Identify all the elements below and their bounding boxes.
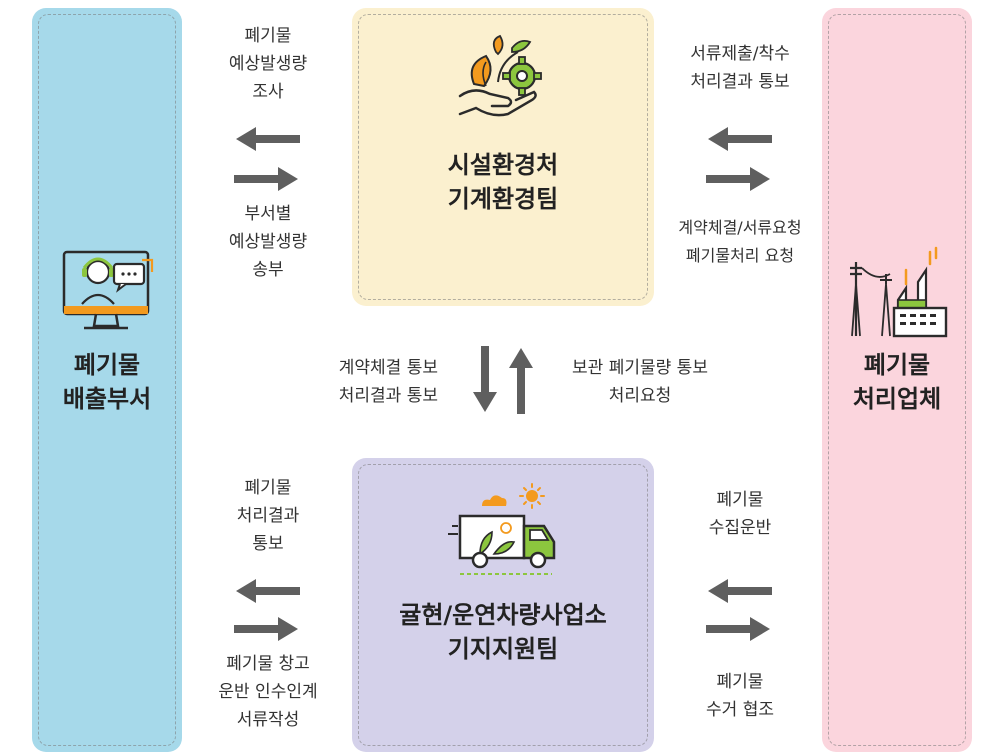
bottom-title-line-2: 기지지원팀 [447, 635, 559, 663]
edge-line: 폐기물 [244, 478, 292, 498]
arrow-right-icon [706, 617, 770, 641]
arrow-right-icon [234, 167, 298, 191]
left-title-line-2: 배출부서 [62, 385, 152, 413]
arrow-left-icon [236, 127, 300, 151]
left-title-line-1: 폐기물 [73, 351, 141, 379]
edge-line: 폐기물 [244, 26, 292, 46]
top-box-dashed-border [358, 14, 648, 300]
arrow-left-icon [708, 127, 772, 151]
top-box-title: 시설환경처 기계환경팀 [352, 148, 654, 216]
edge-label-bottom-right-upper: 폐기물 수집운반 [660, 486, 820, 542]
edge-label-top-right-lower: 계약체결/서류요청 폐기물처리 요청 [658, 214, 822, 270]
edge-line: 통보 [252, 534, 284, 554]
edge-label-bottom-right-lower: 폐기물 수거 협조 [660, 668, 820, 724]
waste-processor-box: 폐기물 처리업체 [822, 8, 972, 752]
waste-discharge-dept-box: 폐기물 배출부서 [32, 8, 182, 752]
edge-line: 수거 협조 [706, 700, 774, 720]
edge-line: 예상발생량 [228, 54, 308, 74]
arrow-left-icon [236, 579, 300, 603]
depot-support-team-box: 귤현/운연차량사업소 기지지원팀 [352, 458, 654, 752]
edge-line: 보관 폐기물량 통보 [572, 358, 708, 378]
facility-env-team-box: 시설환경처 기계환경팀 [352, 8, 654, 306]
edge-line: 송부 [252, 260, 284, 280]
right-title-line-1: 폐기물 [863, 351, 931, 379]
edge-line: 처리결과 [236, 506, 300, 526]
hand-leaf-gear-icon [458, 34, 542, 117]
arrow-down-icon [473, 346, 497, 412]
edge-label-bottom-left-upper: 폐기물 처리결과 통보 [196, 474, 340, 558]
edge-line: 서류제출/착수 [690, 44, 790, 64]
headset-operator-monitor-icon [62, 250, 154, 330]
factory-powerline-icon [850, 246, 948, 338]
edge-label-top-left-lower: 부서별 예상발생량 송부 [196, 200, 340, 284]
arrow-right-icon [234, 617, 298, 641]
edge-line: 폐기물 [716, 490, 764, 510]
edge-label-middle-right: 보관 폐기물량 통보 처리요청 [550, 354, 730, 410]
edge-line: 수집운반 [708, 518, 772, 538]
top-title-line-2: 기계환경팀 [447, 185, 559, 213]
arrow-up-icon [509, 348, 533, 414]
edge-line: 처리요청 [608, 386, 672, 406]
right-box-title: 폐기물 처리업체 [822, 348, 972, 416]
edge-line: 예상발생량 [228, 232, 308, 252]
left-box-title: 폐기물 배출부서 [32, 348, 182, 416]
top-title-line-1: 시설환경처 [447, 151, 559, 179]
left-box-dashed-border [38, 14, 176, 746]
edge-line: 계약체결 통보 [338, 358, 438, 378]
edge-label-top-right-upper: 서류제출/착수 처리결과 통보 [660, 40, 820, 96]
bottom-box-dashed-border [358, 464, 648, 746]
right-title-line-2: 처리업체 [852, 385, 942, 413]
edge-line: 폐기물 [716, 672, 764, 692]
bottom-box-title: 귤현/운연차량사업소 기지지원팀 [352, 598, 654, 666]
edge-label-top-left-upper: 폐기물 예상발생량 조사 [196, 22, 340, 106]
edge-line: 폐기물 창고 [226, 654, 310, 674]
edge-line: 부서별 [244, 204, 292, 224]
arrow-left-icon [708, 579, 772, 603]
edge-line: 계약체결/서류요청 [678, 218, 802, 237]
edge-line: 폐기물처리 요청 [685, 246, 795, 265]
edge-line: 처리결과 통보 [338, 386, 438, 406]
edge-label-bottom-left-lower: 폐기물 창고 운반 인수인계 서류작성 [192, 650, 344, 734]
edge-line: 처리결과 통보 [690, 72, 790, 92]
eco-truck-icon [448, 483, 556, 575]
right-box-dashed-border [828, 14, 966, 746]
edge-line: 운반 인수인계 [218, 682, 318, 702]
edge-line: 서류작성 [236, 710, 300, 730]
edge-label-middle-left: 계약체결 통보 처리결과 통보 [288, 354, 438, 410]
arrow-right-icon [706, 167, 770, 191]
edge-line: 조사 [252, 82, 284, 102]
bottom-title-line-1: 귤현/운연차량사업소 [399, 601, 607, 629]
